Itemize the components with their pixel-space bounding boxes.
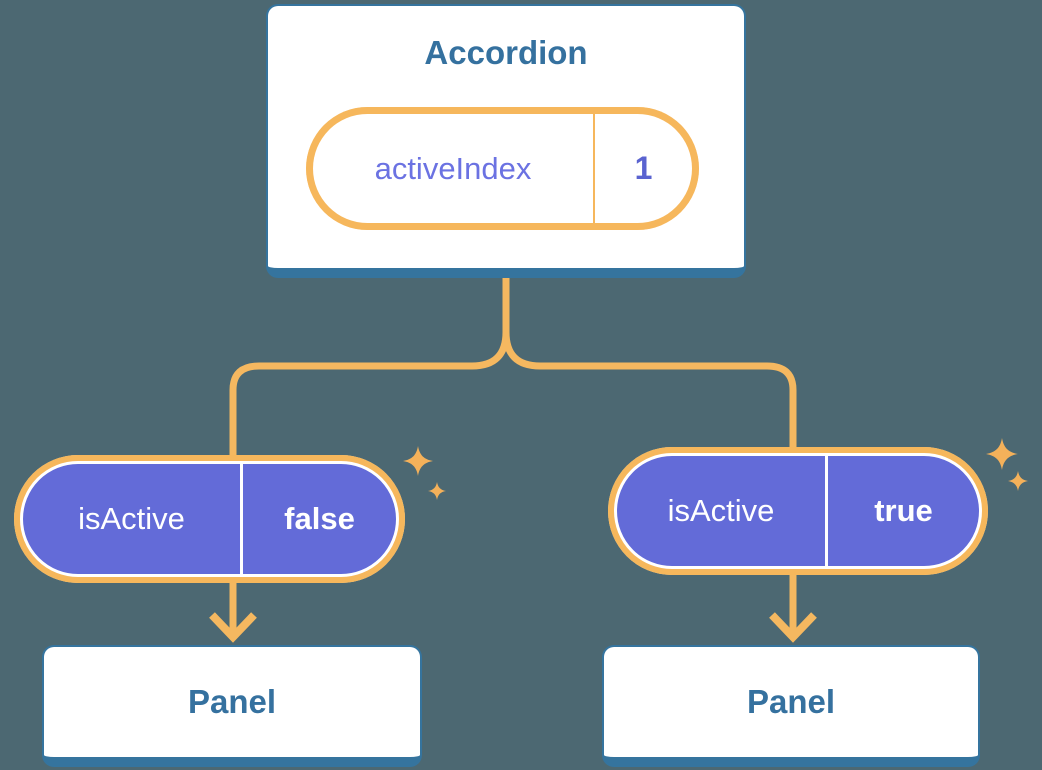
connector-right-branch: [502, 331, 797, 632]
panel-card-right: Panel: [602, 645, 980, 767]
sparkle-icon: [986, 438, 1018, 470]
state-pill-active-index: activeIndex 1: [306, 107, 699, 230]
state-pill-value: 1: [634, 150, 653, 186]
prop-pill-ring: isActive false: [14, 455, 405, 583]
sparkle-icon: [1008, 471, 1028, 491]
prop-pill-label: isActive: [78, 501, 185, 536]
state-pill-label: activeIndex: [374, 150, 532, 186]
arrow-down-icon: [209, 612, 257, 643]
arrow-down-icon: [769, 612, 817, 643]
panel-card-left: Panel: [42, 645, 422, 767]
state-pill-ring: activeIndex 1: [306, 107, 699, 230]
sparkle-icon: [403, 446, 433, 476]
prop-pill-value: false: [284, 501, 355, 536]
prop-pill-is-active-false: isActive false: [14, 455, 405, 583]
sparkle-icon: [428, 482, 446, 500]
prop-pill-label: isActive: [667, 493, 775, 528]
prop-pill-value: true: [874, 493, 933, 528]
accordion-title: Accordion: [424, 34, 588, 71]
prop-pill-is-active-true: isActive true: [608, 447, 988, 575]
panel-title: Panel: [187, 683, 277, 720]
prop-pill-ring: isActive true: [608, 447, 988, 575]
prop-pill-divider: [240, 464, 243, 574]
prop-pill-divider: [825, 456, 828, 566]
connector-left-branch: [229, 331, 510, 632]
state-pill-divider: [593, 114, 595, 223]
panel-title: Panel: [746, 683, 836, 720]
